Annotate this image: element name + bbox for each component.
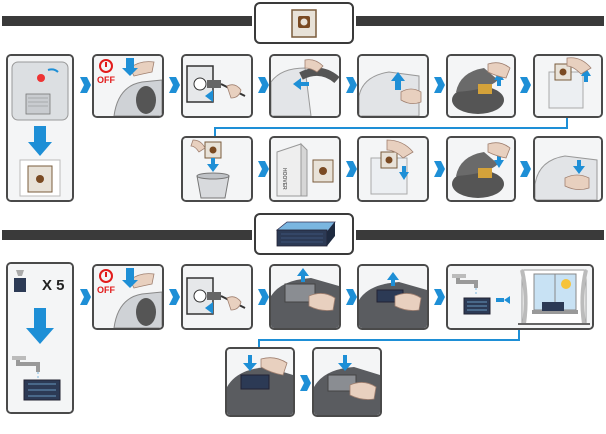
arrow-icon [518,160,532,178]
step-dispose-bag [181,136,253,202]
section1-divider-left [2,16,252,26]
arrow-icon [344,160,358,178]
section1-header-box [254,2,354,44]
arrow-icon [78,76,92,94]
wash-count-label: X 5 [42,277,65,294]
arrow-icon [432,160,446,178]
step-close-filter-cover [312,347,382,417]
arrow-icon [344,76,358,94]
step-open-lid [6,54,74,202]
arrow-icon [256,160,270,178]
hepa-filter-icon [275,221,336,247]
step-unplug [181,264,253,330]
step-insert-bag [357,136,429,202]
step-switch-off: OFF [92,54,164,118]
section1-divider-right [356,16,604,26]
step-lift-lid [357,54,429,118]
step-close-compartment [446,136,516,202]
arrow-icon [344,288,358,306]
section2-header-box [254,213,354,255]
step-switch-off: OFF [92,264,164,330]
arrow-icon [298,374,312,392]
arrow-icon [256,288,270,306]
section2-divider-left [2,230,252,240]
step-close-lid [533,136,603,202]
connector-line [258,339,520,341]
connector-line [566,118,568,128]
connector-line [518,330,520,340]
dust-bag-icon [291,9,317,38]
arrow-icon [78,288,92,306]
arrow-icon [256,76,270,94]
arrow-icon [432,76,446,94]
step-remove-filter-cover [269,264,341,330]
arrow-icon [167,288,181,306]
step-filter-wash-count: X 5 [6,262,74,414]
step-remove-bag [533,54,603,118]
box-brand-label: HOOVER [281,168,287,190]
step-remove-hose [269,54,341,118]
arrow-icon [432,288,446,306]
arrow-icon [518,76,532,94]
step-unplug [181,54,253,118]
off-label: OFF [97,285,115,295]
step-wash-and-dry-filter [446,264,594,330]
step-take-out-filter [357,264,429,330]
step-insert-filter [225,347,295,417]
step-new-bag-box: HOOVER [269,136,341,202]
step-open-compartment [446,54,516,118]
connector-line [258,339,260,347]
section2-divider-right [356,230,604,240]
arrow-icon [167,76,181,94]
connector-line [214,127,568,129]
off-label: OFF [97,75,115,85]
connector-line [214,127,216,136]
